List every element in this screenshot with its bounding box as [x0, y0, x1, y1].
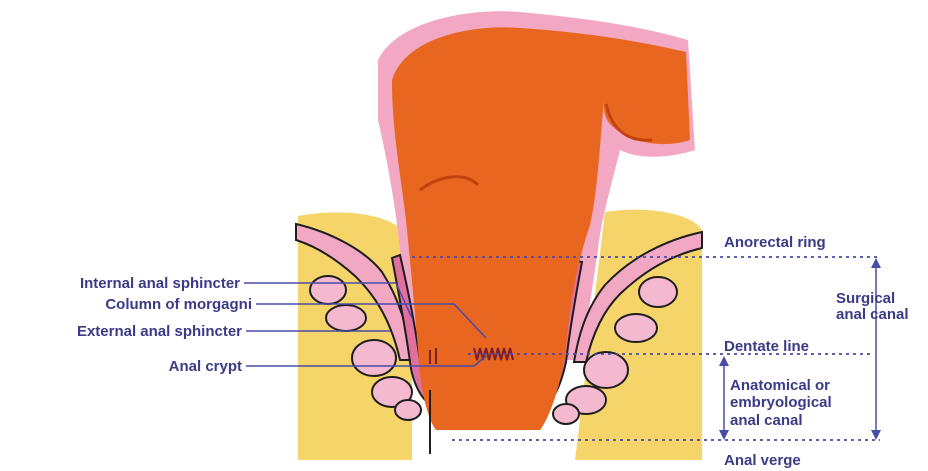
label-internal-anal-sphincter: Internal anal sphincter [0, 275, 240, 292]
label-anatomical-line2: embryological [730, 394, 832, 411]
label-anorectal-ring: Anorectal ring [724, 234, 826, 251]
external-sphincter-lobe [639, 277, 677, 307]
label-surgical-line2: anal canal [836, 306, 909, 323]
label-column-of-morgagni: Column of morgagni [0, 296, 252, 313]
external-sphincter-lobe [615, 314, 657, 342]
label-anal-crypt: Anal crypt [0, 358, 242, 375]
label-anatomical-line1: Anatomical or [730, 377, 830, 394]
external-sphincter-lobe [395, 400, 421, 420]
arrowhead-up [719, 356, 729, 366]
arrowhead-down [871, 430, 881, 440]
external-sphincter-lobe [584, 352, 628, 388]
external-sphincter-lobe [352, 340, 396, 376]
external-sphincter-lobe [310, 276, 346, 304]
external-sphincter-lobe [553, 404, 579, 424]
arrowhead-down [719, 430, 729, 440]
label-anal-verge: Anal verge [724, 452, 801, 469]
label-dentate-line: Dentate line [724, 338, 809, 355]
arrowhead-up [871, 258, 881, 268]
external-sphincter-lobe [326, 305, 366, 331]
label-external-anal-sphincter: External anal sphincter [0, 323, 242, 340]
label-surgical-line1: Surgical [836, 290, 895, 307]
label-anatomical-line3: anal canal [730, 412, 803, 429]
